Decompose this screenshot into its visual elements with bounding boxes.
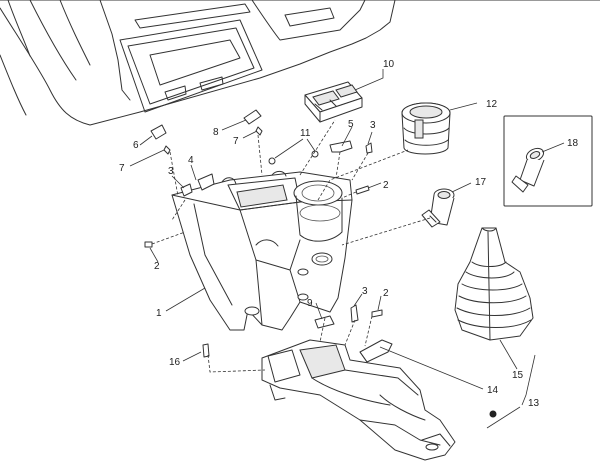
part-1-console-upper — [171, 170, 353, 331]
callout-12: 12 — [486, 99, 498, 110]
part-3-clip-c — [350, 304, 359, 323]
callout-16: 16 — [169, 357, 181, 368]
callout-17: 17 — [475, 177, 487, 188]
part-18-inset — [503, 115, 593, 207]
callout-9: 9 — [307, 298, 313, 309]
callout-3-left: 3 — [168, 166, 174, 177]
callout-3-lower: 3 — [362, 286, 368, 297]
callout-6: 6 — [133, 140, 139, 151]
part-5-bracket — [329, 140, 353, 153]
dashboard-panel — [0, 0, 600, 126]
callout-1: 1 — [156, 308, 162, 319]
part-8-clip — [243, 109, 262, 125]
callout-13: 13 — [528, 398, 540, 409]
callout-labels: 1 2 2 2 3 3 3 4 5 6 7 7 8 9 10 11 12 13 … — [119, 59, 579, 409]
callout-3-top: 3 — [370, 120, 376, 131]
part-3-clip-b — [180, 183, 193, 197]
part-10-switch-bezel — [304, 81, 363, 123]
callout-2-left: 2 — [154, 261, 160, 272]
part-12-socket-cap — [401, 102, 451, 155]
callout-15: 15 — [512, 370, 524, 381]
callout-18: 18 — [567, 138, 579, 149]
callout-4: 4 — [188, 155, 194, 166]
part-7-screw-a — [163, 145, 171, 155]
callout-10: 10 — [383, 59, 395, 70]
assembly-lines — [151, 119, 431, 373]
callout-5: 5 — [348, 119, 354, 130]
leader-lines — [129, 69, 565, 429]
part-17-socket — [421, 188, 455, 228]
part-7-screw-b — [255, 126, 263, 136]
callout-2-lower: 2 — [383, 288, 389, 299]
part-3-clip-a — [365, 142, 373, 154]
part-11-nut-a — [268, 157, 276, 165]
part-13-marker — [489, 410, 497, 418]
part-2-screw-a — [355, 185, 370, 195]
part-2-screw-b — [144, 241, 153, 248]
part-9-trim — [314, 315, 335, 329]
callout-8: 8 — [213, 127, 219, 138]
part-14-console-base — [261, 339, 456, 461]
part-15-shift-boot — [454, 227, 534, 341]
part-4-bracket — [197, 173, 215, 191]
part-2-screw-c — [371, 309, 383, 318]
callout-7-left: 7 — [119, 163, 125, 174]
callout-14: 14 — [487, 385, 499, 396]
part-6-clip — [150, 124, 167, 140]
part-16-pin — [202, 343, 210, 358]
callout-7-mid: 7 — [233, 136, 239, 147]
callout-2-right: 2 — [383, 180, 389, 191]
fasteners — [144, 109, 497, 418]
callout-11: 11 — [300, 128, 311, 139]
